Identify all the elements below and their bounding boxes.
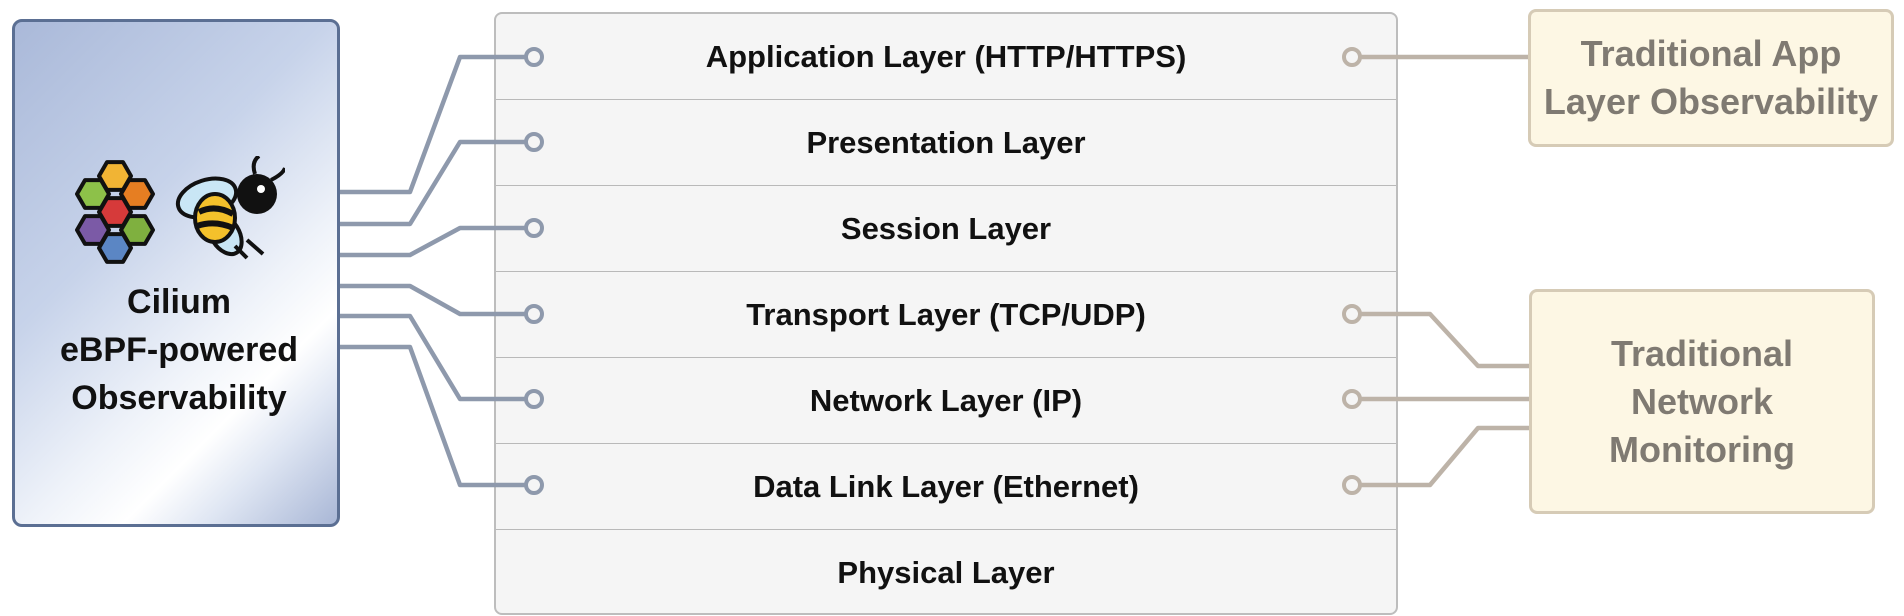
hexagon-cell xyxy=(119,178,155,210)
cilium-connector-line xyxy=(340,225,534,258)
hexagon-cell xyxy=(97,232,133,264)
cilium-title: Cilium eBPF-powered Observability xyxy=(59,283,299,417)
osi-layer-row: Physical Layer xyxy=(837,555,1055,590)
cilium-connector-line xyxy=(340,283,534,317)
connector-port xyxy=(1342,47,1362,67)
connector-port xyxy=(524,475,544,495)
osi-layer-row: Presentation Layer xyxy=(496,100,1396,186)
osi-layer-stack: Application Layer (HTTP/HTTPS)Presentati… xyxy=(494,12,1398,615)
osi-layer-row: Transport Layer (TCP/UDP) xyxy=(496,272,1396,358)
hexagon-cell xyxy=(119,214,155,246)
connector-port xyxy=(1342,304,1362,324)
cilium-logos xyxy=(75,156,285,264)
connector-port xyxy=(524,304,544,324)
cilium-hexagon-logo-icon xyxy=(75,160,155,264)
connector-port xyxy=(524,47,544,67)
traditional-app-observability-box: Traditional App Layer Observability xyxy=(1528,9,1894,147)
traditional-connectors xyxy=(1342,47,1529,495)
traditional-network-monitoring-box: Traditional Network Monitoring xyxy=(1529,289,1875,514)
connector-port xyxy=(1342,475,1362,495)
connector-port xyxy=(524,389,544,409)
osi-layer-row: Session Layer xyxy=(496,186,1396,272)
cilium-observability-box: Cilium eBPF-powered Observability xyxy=(12,19,340,527)
osi-layer-row: Application Layer (HTTP/HTTPS) xyxy=(496,14,1396,100)
cilium-connector-line xyxy=(340,344,534,488)
connector-port xyxy=(524,218,544,238)
traditional-network-connector-line xyxy=(1352,425,1529,488)
cilium-connector-line xyxy=(340,139,534,227)
bee-icon xyxy=(175,156,285,260)
connector-port xyxy=(524,132,544,152)
traditional-network-connector-line xyxy=(1352,311,1529,369)
cilium-connector-line xyxy=(340,313,534,402)
cilium-connector-line xyxy=(340,54,534,195)
osi-layer-row: Data Link Layer (Ethernet) xyxy=(496,444,1396,530)
osi-layer-row: Network Layer (IP) xyxy=(496,358,1396,444)
cilium-connectors xyxy=(340,47,544,495)
connector-port xyxy=(1342,389,1362,409)
